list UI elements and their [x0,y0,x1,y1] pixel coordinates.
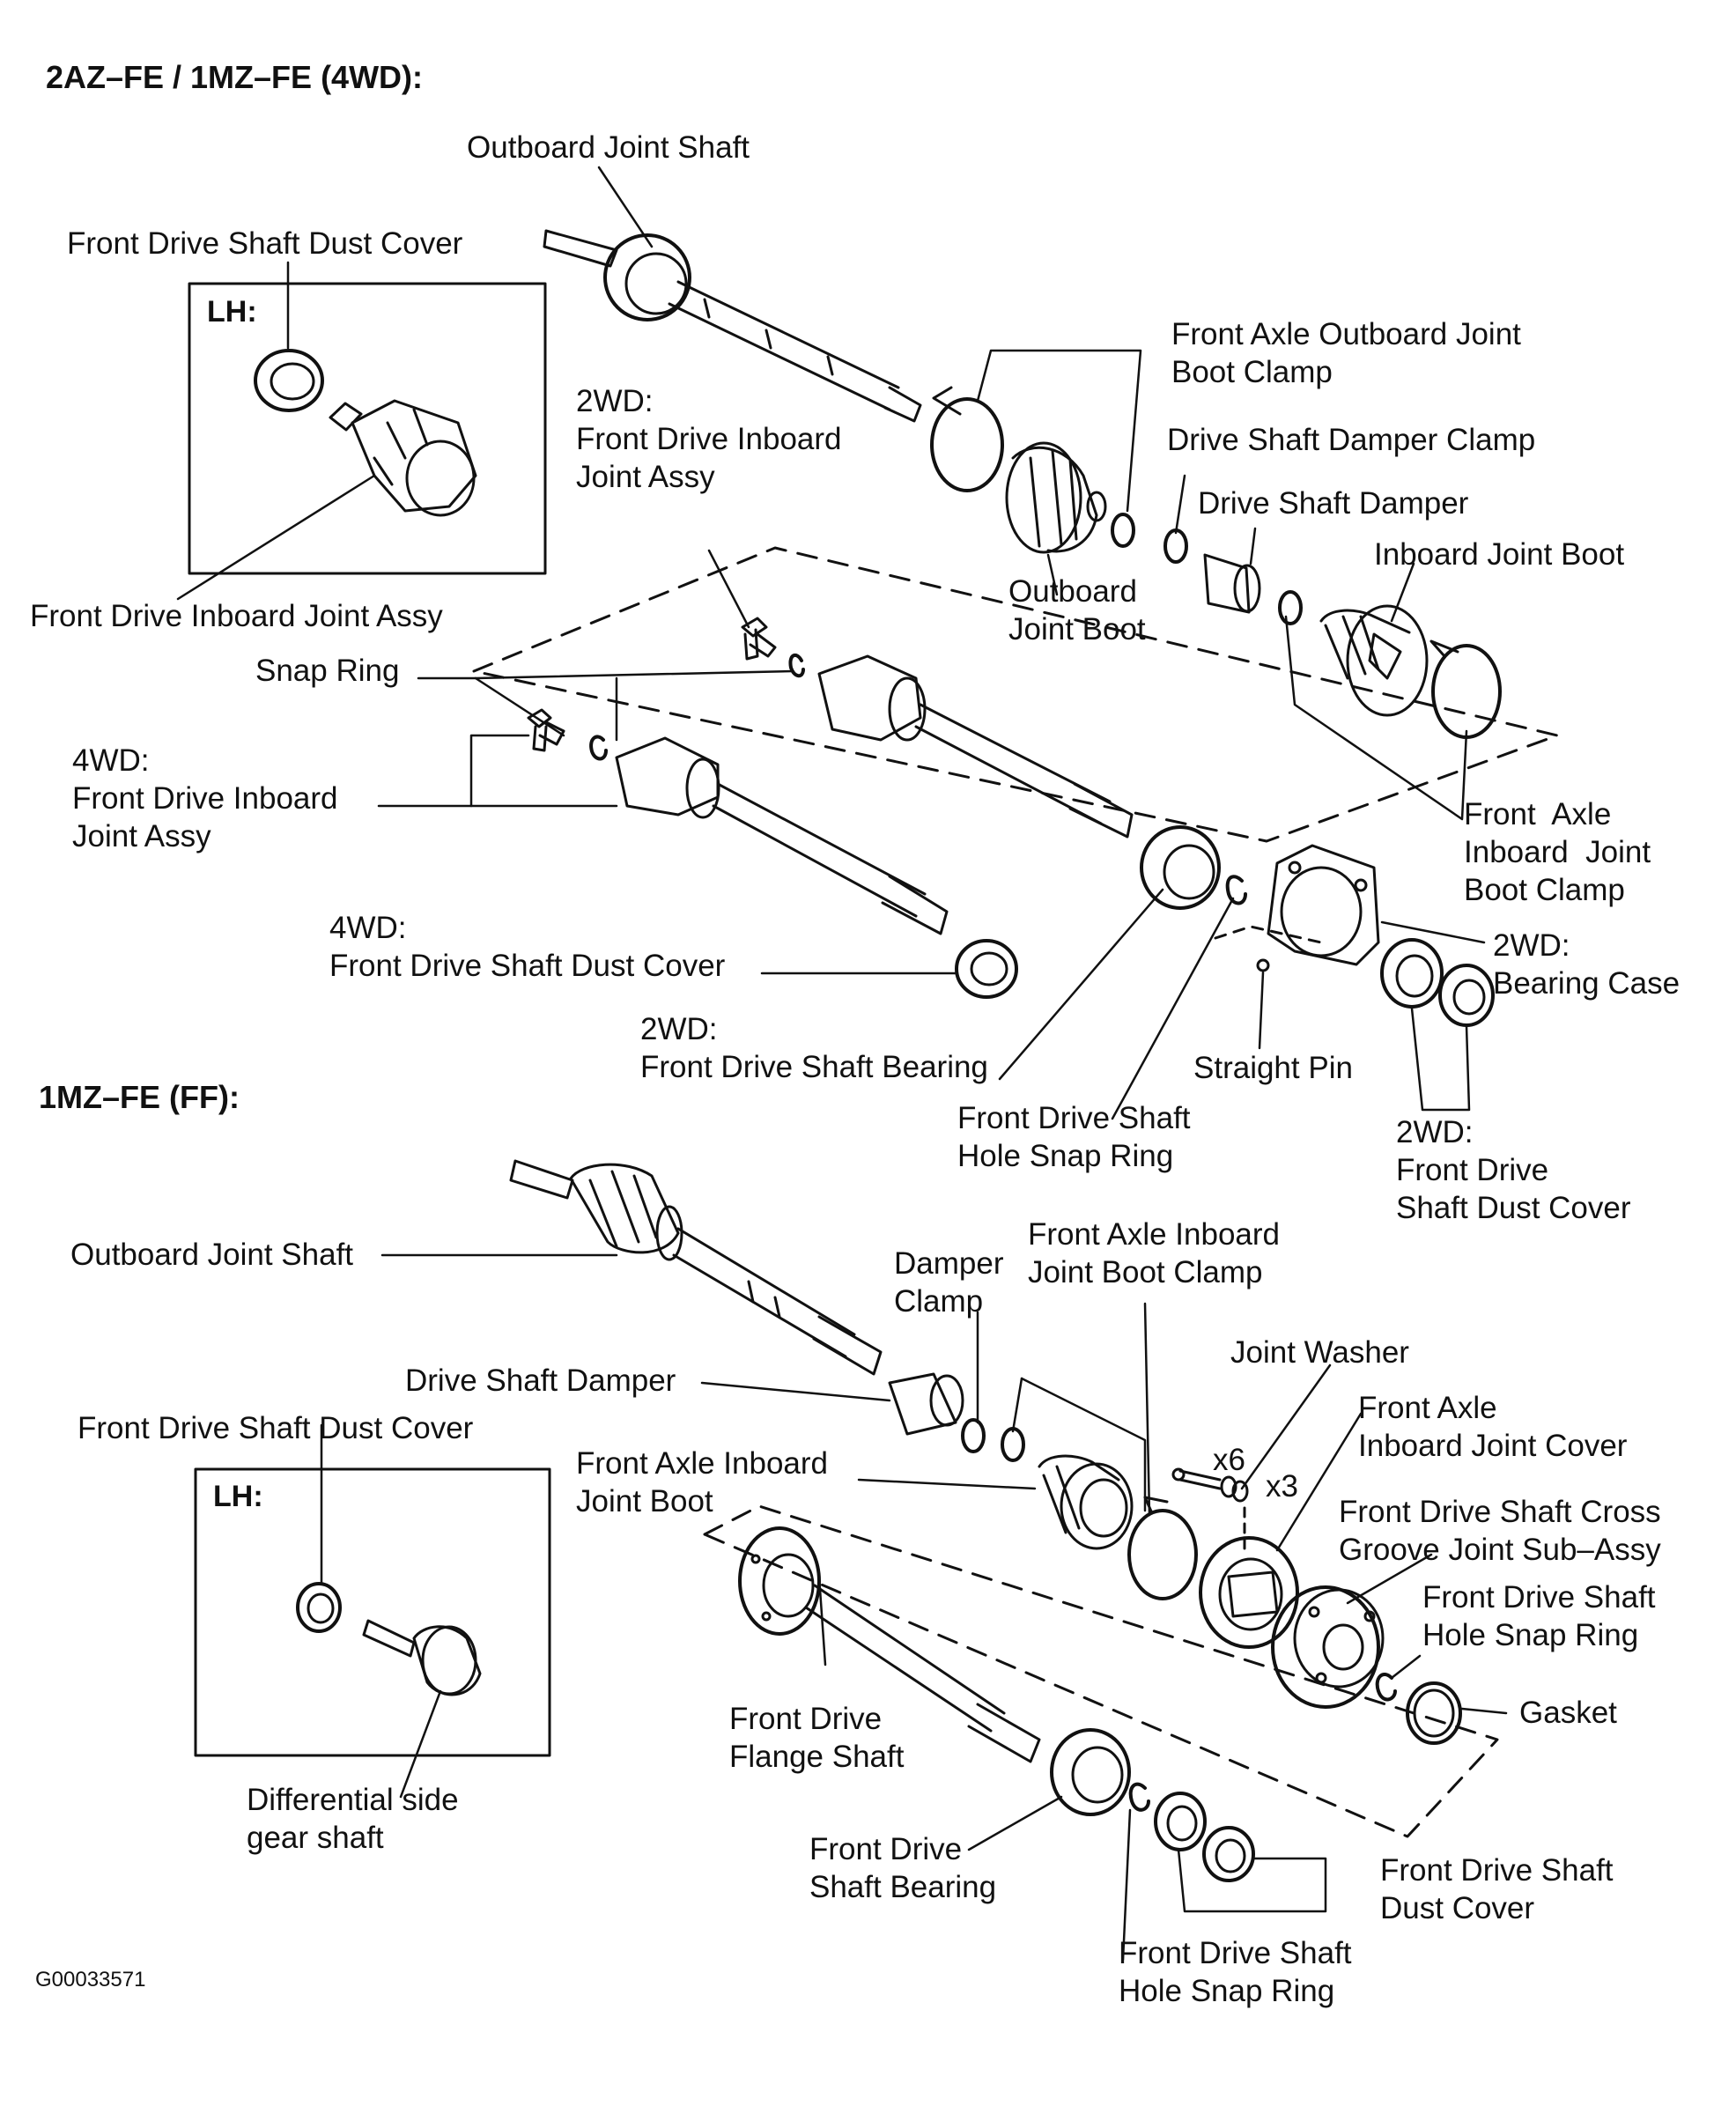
bottom-bolt [1171,1467,1222,1490]
label-top-inboard-joint-boot: Inboard Joint Boot [1374,537,1625,572]
top-4wd-tripod [527,708,565,752]
bottom-hole-snap-ring-bottom [1128,1782,1150,1812]
label-top-hole-snap-ring: Front Drive Shaft Hole Snap Ring [957,1101,1191,1173]
lh-box-top [188,282,547,575]
bottom-drive-shaft-damper [888,1372,964,1436]
top-2wd-inboard-joint-housing [817,654,1134,839]
label-top-damper: Drive Shaft Damper [1198,486,1469,521]
bottom-dust-cover-b [1202,1826,1255,1882]
bottom-assembly-outline [703,1504,1499,1838]
lh-bottom-diff-side-gear-shaft [362,1619,482,1696]
top-4wd-snap-ring [589,735,608,761]
label-top-2wd-dust-cover: 2WD: Front Drive Shaft Dust Cover [1396,1115,1631,1225]
label-bottom-flange-shaft: Front Drive Flange Shaft [729,1702,905,1774]
label-bottom-gasket: Gasket [1519,1696,1617,1730]
label-top-4wd-inboard-joint: 4WD: Front Drive Inboard Joint Assy [72,743,338,853]
label-bottom-joint-washer: Joint Washer [1230,1335,1409,1370]
top-drive-shaft-damper [1203,553,1261,614]
top-clamp-b [1163,528,1188,564]
label-top-bearing-case: 2WD: Bearing Case [1493,928,1681,1001]
label-top-lh-inboard-joint: Front Drive Inboard Joint Assy [30,599,443,633]
label-bottom-inboard-joint-cover: Front Axle Inboard Joint Cover [1358,1391,1628,1463]
bottom-leader-lines [320,1253,1508,1962]
top-leader-lines [176,166,1486,1120]
bottom-damper-clamp-a [961,1418,986,1453]
lh-bottom-dust-cover [296,1582,342,1633]
top-hole-snap-ring [1225,875,1247,905]
label-bottom-drive-shaft-damper: Drive Shaft Damper [405,1363,676,1398]
label-top-outboard-joint-shaft: Outboard Joint Shaft [467,130,750,165]
top-4wd-inboard-joint-housing [615,736,949,935]
label-top-4wd-dust-cover: 4WD: Front Drive Shaft Dust Cover [329,911,726,983]
bottom-bearing [1050,1728,1131,1816]
top-2wd-dust-cover-b [1438,964,1495,1027]
bottom-dust-cover-a [1154,1792,1207,1851]
label-bottom-cross-groove-joint: Front Drive Shaft Cross Groove Joint Sub… [1339,1495,1661,1567]
bottom-section-heading: 1MZ–FE (FF): [39,1079,240,1115]
label-top-straight-pin: Straight Pin [1193,1051,1353,1085]
top-4wd-dust-cover [955,939,1018,999]
bottom-inboard-boot-clamp [1127,1496,1198,1600]
label-top-damper-clamp: Drive Shaft Damper Clamp [1167,423,1536,457]
label-bottom-hole-snap-ring-bottom: Front Drive Shaft Hole Snap Ring [1119,1936,1352,2008]
label-top-lh-dust-cover: Front Drive Shaft Dust Cover [67,226,463,261]
top-outboard-boot-clamp [930,386,1004,492]
label-top-outboard-boot-clamp: Front Axle Outboard Joint Boot Clamp [1171,317,1521,389]
lh-dust-cover-ring [254,349,324,412]
top-outboard-boot [1005,441,1107,554]
label-top-inboard-boot-clamp: Front Axle Inboard Joint Boot Clamp [1464,797,1651,907]
lh-box-bottom [194,1467,551,1757]
label-bottom-hole-snap-ring-right: Front Drive Shaft Hole Snap Ring [1422,1580,1656,1652]
label-bottom-dust-cover-right: Front Drive Shaft Dust Cover [1380,1853,1614,1925]
label-bottom-damper-clamp: Damper Clamp [894,1246,1004,1319]
label-bottom-outboard-joint-shaft: Outboard Joint Shaft [70,1238,354,1272]
label-bottom-dust-cover-lh: Front Drive Shaft Dust Cover [78,1411,474,1445]
label-bottom-inboard-joint-boot: Front Axle Inboard Joint Boot [576,1446,828,1519]
label-bottom-washer-qty: x3 [1266,1469,1298,1504]
label-bottom-diff-side-gear-shaft: Differential side gear shaft [247,1783,459,1855]
label-top-2wd-inboard-joint: 2WD: Front Drive Inboard Joint Assy [576,384,842,494]
top-pin-guide [1214,925,1323,944]
top-inboard-boot-clamp [1429,639,1502,739]
top-2wd-dust-cover-a [1380,938,1444,1009]
bottom-inboard-joint-boot [1038,1454,1134,1550]
label-bottom-bolt-qty: x6 [1213,1443,1245,1477]
label-top-lh-box: LH: [207,295,257,329]
bottom-damper-clamp-b [1001,1427,1025,1462]
lh-inboard-joint [329,399,477,517]
bottom-washers [1220,1475,1249,1503]
top-bearing-case [1267,844,1380,966]
label-bottom-lh-box: LH: [213,1480,263,1513]
top-2wd-tripod [741,617,777,661]
top-2wd-bearing [1140,825,1221,910]
bottom-inboard-joint-cover [1199,1536,1299,1649]
bottom-cross-groove-joint [1271,1585,1385,1709]
top-inboard-joint-boot [1319,604,1429,717]
top-assembly-outline [472,546,1559,843]
label-top-outboard-joint-boot: Outboard Joint Boot [1008,574,1146,647]
label-bottom-inboard-boot-clamp: Front Axle Inboard Joint Boot Clamp [1028,1217,1280,1289]
top-clamp-a [1111,513,1135,548]
label-top-2wd-bearing: 2WD: Front Drive Shaft Bearing [640,1012,988,1084]
top-straight-pin [1256,958,1270,972]
top-outboard-joint-shaft [543,229,922,423]
figure-code: G00033571 [35,1968,146,1991]
top-section-heading: 2AZ–FE / 1MZ–FE (4WD): [46,59,424,95]
label-top-snap-ring: Snap Ring [255,654,400,688]
bottom-hole-snap-ring-right [1375,1673,1397,1702]
top-clamp-c [1278,590,1303,625]
bottom-outboard-joint-shaft [509,1159,883,1376]
label-bottom-bearing: Front Drive Shaft Bearing [809,1832,997,1904]
top-2wd-snap-ring [788,653,805,678]
